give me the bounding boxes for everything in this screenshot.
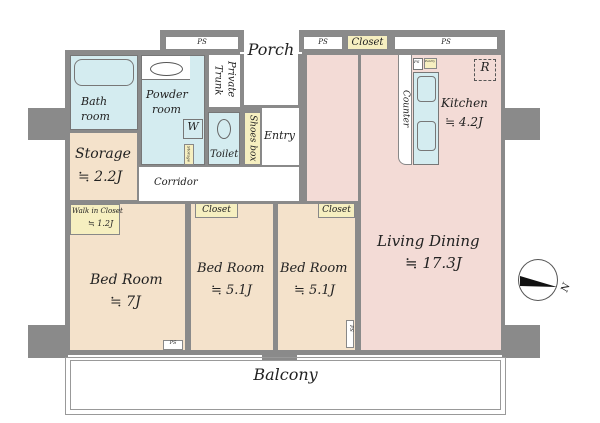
ps-top-left: PS: [165, 36, 239, 50]
toilet: Toilet: [208, 112, 240, 165]
entry: Entry: [262, 108, 299, 165]
bathtub-icon: [74, 59, 134, 86]
pantry: Pantry: [424, 58, 437, 69]
stove-icon: [417, 76, 436, 102]
toilet-icon: [217, 119, 231, 139]
storage-room: Storage ≒ 2.2J: [70, 133, 137, 200]
counter: Counter: [398, 55, 412, 165]
compass-north-label: N: [559, 281, 573, 294]
ps-top: PS: [303, 36, 343, 50]
shoes-box: Shoes box: [244, 112, 261, 165]
ps-kitchen: PS: [413, 58, 423, 70]
corridor: Corridor: [139, 167, 299, 201]
ps-bed3: PS: [346, 320, 354, 348]
ps-bed1: PS: [163, 340, 183, 350]
ps-top-right: PS: [394, 36, 498, 50]
private-trunk: Private Trunk: [209, 55, 240, 107]
walk-in-closet: Walk in Closet ≒ 1.2J: [70, 204, 123, 235]
sink-icon: [150, 62, 183, 76]
living-dining-upper: [303, 55, 363, 201]
compass-icon: [518, 259, 558, 301]
bed-room-2: Bed Room ≒ 5.1J: [191, 204, 273, 350]
sink-icon: [417, 121, 436, 151]
bath-room: Bath room: [70, 55, 138, 130]
fridge-icon: R: [474, 59, 496, 81]
powder-room: Powder room W Storage: [141, 55, 205, 165]
balcony: Balcony: [65, 357, 506, 415]
pillar: [28, 325, 68, 358]
living-dining: Living Dining ≒ 17.3J Counter PS Pantry …: [358, 55, 501, 350]
washer-icon: W: [183, 119, 203, 139]
bed-room-1: Bed Room ≒ 7J: [70, 204, 185, 350]
pillar: [28, 108, 68, 140]
pillar: [502, 108, 540, 140]
pillar: [502, 325, 540, 358]
closet-top: Closet: [347, 35, 388, 50]
closet-bed3: Closet: [318, 203, 355, 218]
small-storage: Storage: [184, 144, 194, 165]
porch: Porch: [244, 33, 298, 105]
bed-room-3: Bed Room ≒ 5.1J: [278, 204, 355, 350]
kitchen-counter: [413, 72, 439, 165]
closet-bed2: Closet: [195, 203, 238, 218]
